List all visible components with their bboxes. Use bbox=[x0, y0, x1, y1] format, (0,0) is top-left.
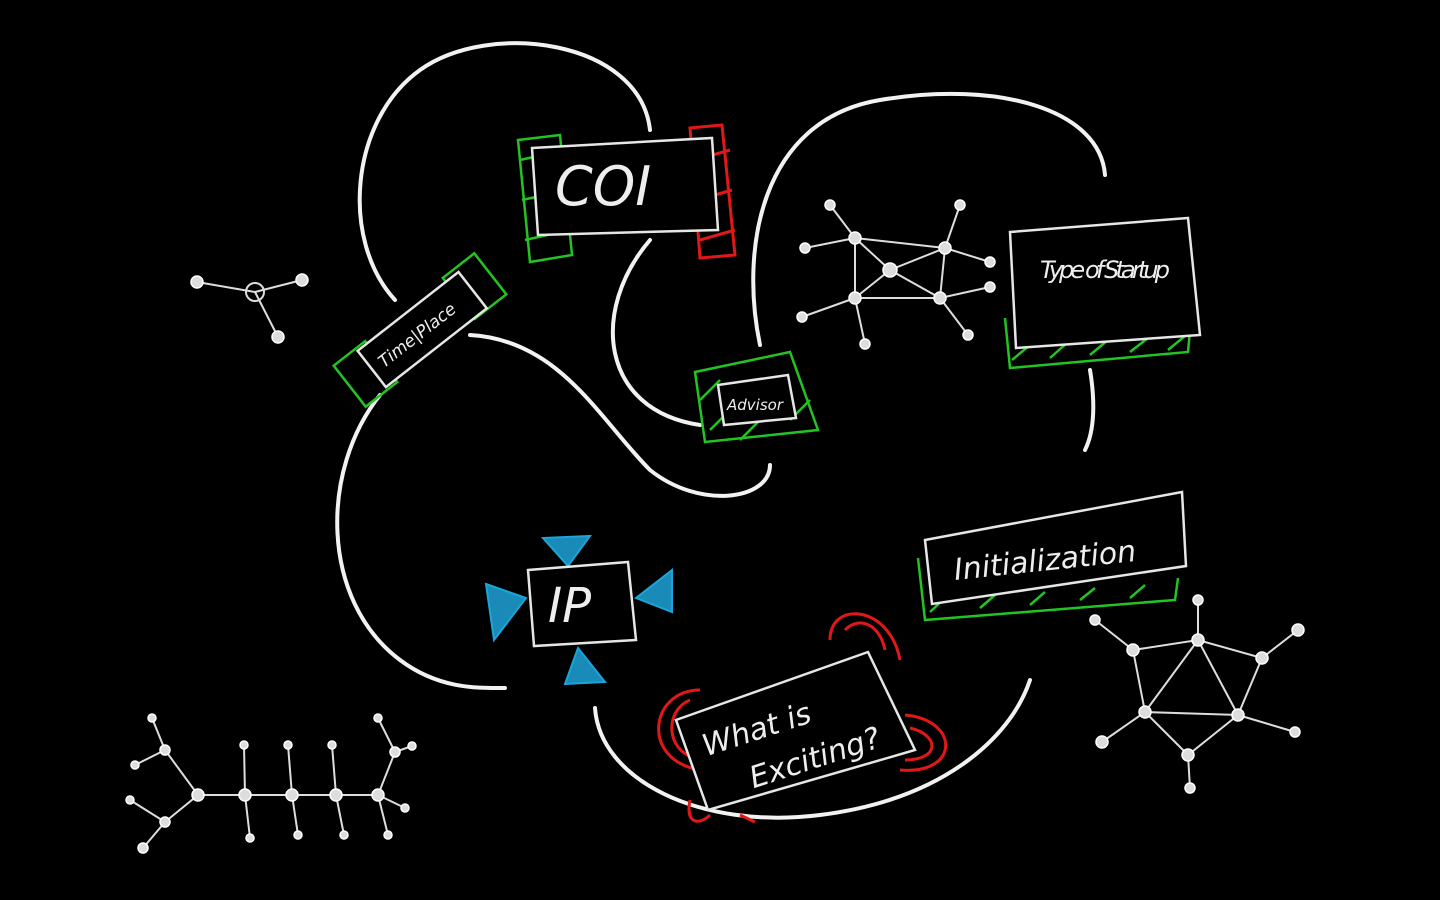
node-advisor[interactable]: Advisor bbox=[693, 350, 820, 444]
node-advisor-label: Advisor bbox=[726, 396, 784, 414]
molecule-top bbox=[796, 199, 996, 350]
node-type-label: Type of Startup bbox=[1040, 256, 1170, 284]
node-coi-label: COI bbox=[555, 155, 651, 218]
molecule-chain bbox=[125, 713, 417, 854]
molecule-small bbox=[190, 273, 309, 344]
connector-curves bbox=[335, 41, 1107, 820]
node-what-is-exciting[interactable]: What is Exciting? bbox=[657, 612, 948, 824]
molecule-right bbox=[1089, 594, 1305, 794]
node-ip-label: IP bbox=[548, 578, 591, 634]
node-time-place[interactable]: Time|Place bbox=[331, 251, 509, 409]
node-coi[interactable]: COI bbox=[516, 123, 737, 264]
node-initialization[interactable]: Initialization bbox=[916, 490, 1188, 622]
node-ip[interactable]: IP bbox=[484, 534, 673, 686]
node-type-of-startup[interactable]: Type of Startup bbox=[1003, 216, 1202, 370]
